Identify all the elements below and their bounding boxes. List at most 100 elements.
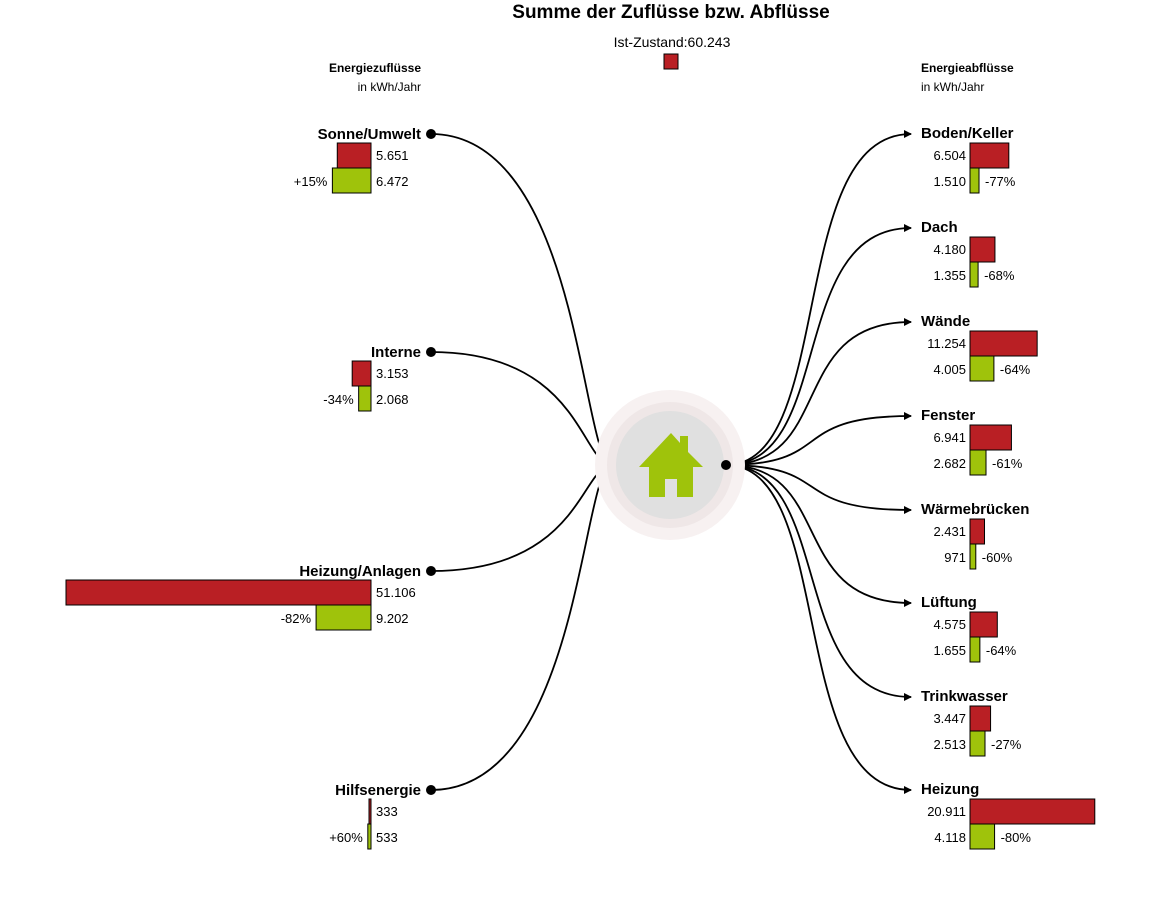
link-boden-keller bbox=[725, 130, 912, 466]
change-fenster: -61% bbox=[992, 456, 1023, 471]
link-lueftung bbox=[725, 464, 912, 607]
change-hilfsenergie: +60% bbox=[329, 830, 363, 845]
inflow-heizung-anlagen: Heizung/Anlagen 51.106 9.202 -82% bbox=[65, 563, 436, 631]
link-hilfsenergie bbox=[430, 461, 613, 791]
node-dot-sonne-umwelt bbox=[426, 129, 436, 139]
value-target-hilfsenergie: 533 bbox=[376, 830, 398, 845]
link-trinkwasser bbox=[725, 464, 912, 701]
link-interne bbox=[430, 351, 613, 469]
node-dot-heizung-anlagen bbox=[426, 566, 436, 576]
bar-current-heizung bbox=[969, 798, 1096, 825]
bar-current-hilfsenergie bbox=[368, 798, 372, 825]
bar-current-lueftung bbox=[969, 611, 998, 638]
change-interne: -34% bbox=[323, 392, 354, 407]
change-waermebruecken: -60% bbox=[982, 550, 1013, 565]
value-target-fenster: 2.682 bbox=[933, 456, 966, 471]
label-dach: Dach bbox=[921, 219, 958, 236]
label-heizung: Heizung bbox=[921, 781, 979, 798]
change-heizung-anlagen: -82% bbox=[281, 611, 312, 626]
label-hilfsenergie: Hilfsenergie bbox=[335, 782, 421, 799]
value-current-heizung: 20.911 bbox=[927, 804, 966, 819]
house-icon bbox=[639, 433, 703, 497]
link-waende bbox=[725, 318, 912, 466]
value-target-dach: 1.355 bbox=[933, 268, 966, 283]
link-sonne-umwelt bbox=[430, 133, 613, 469]
outflow-trinkwasser: Trinkwasser 3.447 2.513 -27% bbox=[921, 688, 1022, 757]
value-target-trinkwasser: 2.513 bbox=[933, 737, 966, 752]
value-target-heizung: 4.118 bbox=[934, 830, 966, 845]
bar-target-waende bbox=[969, 355, 995, 382]
outflow-heizung: Heizung 20.911 4.118 -80% bbox=[921, 781, 1096, 850]
value-current-lueftung: 4.575 bbox=[933, 617, 966, 632]
link-waermebruecken bbox=[725, 464, 912, 514]
bar-target-heizung-anlagen bbox=[315, 604, 372, 631]
bar-target-interne bbox=[358, 385, 372, 412]
label-lueftung: Lüftung bbox=[921, 594, 977, 611]
label-heizung-anlagen: Heizung/Anlagen bbox=[299, 563, 421, 580]
link-heizung-anlagen bbox=[430, 461, 613, 572]
label-sonne-umwelt: Sonne/Umwelt bbox=[318, 126, 421, 143]
change-lueftung: -64% bbox=[986, 643, 1017, 658]
value-current-fenster: 6.941 bbox=[933, 430, 966, 445]
value-target-boden-keller: 1.510 bbox=[933, 174, 966, 189]
value-current-hilfsenergie: 333 bbox=[376, 804, 398, 819]
label-boden-keller: Boden/Keller bbox=[921, 125, 1014, 142]
value-target-waende: 4.005 bbox=[933, 362, 966, 377]
change-sonne-umwelt: +15% bbox=[294, 174, 328, 189]
inflow-sonne-umwelt: Sonne/Umwelt 5.651 6.472 +15% bbox=[294, 126, 436, 194]
outflow-boden-keller: Boden/Keller 6.504 1.510 -77% bbox=[921, 125, 1016, 194]
change-boden-keller: -77% bbox=[985, 174, 1016, 189]
value-current-trinkwasser: 3.447 bbox=[933, 711, 966, 726]
change-waende: -64% bbox=[1000, 362, 1031, 377]
bar-target-boden-keller bbox=[969, 167, 980, 194]
bar-current-fenster bbox=[969, 424, 1012, 451]
inflows-header: Energiezuflüsse bbox=[329, 61, 421, 75]
outflow-source-dot bbox=[721, 460, 731, 470]
node-dot-interne bbox=[426, 347, 436, 357]
outflows-unit: in kWh/Jahr bbox=[921, 80, 984, 94]
outflows-header: Energieabflüsse bbox=[921, 61, 1014, 75]
bar-current-trinkwasser bbox=[969, 705, 992, 732]
bar-target-heizung bbox=[969, 823, 996, 850]
value-target-interne: 2.068 bbox=[376, 392, 409, 407]
label-waermebruecken: Wärmebrücken bbox=[921, 501, 1029, 518]
legend-swatch-current bbox=[663, 53, 679, 70]
bar-current-interne bbox=[351, 360, 372, 387]
value-current-heizung-anlagen: 51.106 bbox=[376, 585, 416, 600]
bar-target-lueftung bbox=[969, 636, 981, 663]
value-target-sonne-umwelt: 6.472 bbox=[376, 174, 409, 189]
bar-target-waermebruecken bbox=[969, 543, 977, 570]
value-current-waermebruecken: 2.431 bbox=[933, 524, 966, 539]
outflow-fenster: Fenster 6.941 2.682 -61% bbox=[921, 407, 1023, 476]
link-heizung bbox=[725, 464, 912, 794]
bar-target-hilfsenergie bbox=[367, 823, 372, 850]
bar-current-boden-keller bbox=[969, 142, 1010, 169]
bar-target-sonne-umwelt bbox=[331, 167, 372, 194]
label-interne: Interne bbox=[371, 344, 421, 361]
value-current-waende: 11.254 bbox=[927, 336, 966, 351]
inflows-unit: in kWh/Jahr bbox=[358, 80, 421, 94]
change-dach: -68% bbox=[984, 268, 1015, 283]
value-target-heizung-anlagen: 9.202 bbox=[376, 611, 409, 626]
bar-current-heizung-anlagen bbox=[65, 579, 372, 606]
bar-current-waermebruecken bbox=[969, 518, 986, 545]
change-trinkwasser: -27% bbox=[991, 737, 1022, 752]
node-dot-hilfsenergie bbox=[426, 785, 436, 795]
bar-current-waende bbox=[969, 330, 1038, 357]
value-current-sonne-umwelt: 5.651 bbox=[376, 148, 409, 163]
bar-current-dach bbox=[969, 236, 996, 263]
label-trinkwasser: Trinkwasser bbox=[921, 688, 1008, 705]
inflow-hilfsenergie: Hilfsenergie 333 533 +60% bbox=[329, 782, 436, 850]
value-current-boden-keller: 6.504 bbox=[933, 148, 966, 163]
label-fenster: Fenster bbox=[921, 407, 975, 424]
chart-title: Summe der Zuflüsse bzw. Abflüsse bbox=[512, 2, 829, 23]
bar-target-trinkwasser bbox=[969, 730, 986, 757]
change-heizung: -80% bbox=[1001, 830, 1032, 845]
label-waende: Wände bbox=[921, 313, 970, 330]
link-dach bbox=[725, 224, 912, 466]
